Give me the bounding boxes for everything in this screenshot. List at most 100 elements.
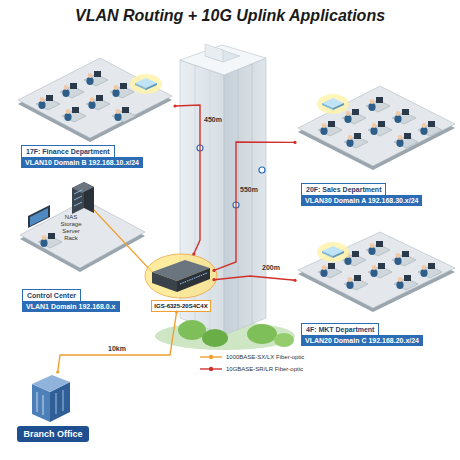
- rack-light: [74, 202, 82, 206]
- node-heading: 17F: Finance Department: [21, 145, 115, 157]
- workstation: [368, 263, 392, 278]
- tower-face: [224, 58, 266, 335]
- node-heading: Control Center: [22, 289, 81, 301]
- floor: [18, 58, 172, 138]
- switch-ports: [180, 273, 207, 284]
- workstation: [62, 107, 86, 122]
- legend-text: 10GBASE-SR/LR Fiber-optic: [226, 365, 303, 373]
- workstation: [86, 95, 110, 110]
- floor-switch: [322, 98, 344, 110]
- workstation: [394, 275, 418, 290]
- tower-window-line: [238, 70, 239, 330]
- node-heading: IGS-6325-20S4C4X: [151, 300, 210, 312]
- workstation: [38, 233, 62, 248]
- rack-light: [74, 190, 82, 194]
- link-endpoint: [212, 278, 215, 281]
- switch-glow: [145, 254, 217, 298]
- connection-point: [197, 145, 203, 151]
- node-subtitle: VLAN1 Domain 192.168.0.x: [22, 301, 120, 312]
- node-subtitle: VLAN30 Domain A 192.168.30.x/24: [301, 195, 422, 206]
- switch-glow: [317, 94, 349, 114]
- distance-label: 10km: [108, 345, 126, 352]
- workstation: [366, 97, 390, 112]
- workstation: [368, 121, 392, 136]
- floor: [20, 200, 145, 268]
- distance-label: 550m: [240, 186, 258, 193]
- tower-window-line: [252, 64, 253, 324]
- fiber-wire: [94, 210, 152, 272]
- tree: [178, 320, 206, 340]
- department-floor: 17F: Finance DepartmentVLAN10 Domain B 1…: [15, 50, 175, 168]
- legend-dot: [209, 367, 213, 371]
- link-endpoint: [192, 252, 195, 255]
- diagram-title: VLAN Routing + 10G Uplink Applications: [0, 7, 460, 25]
- video-wall-screen: [30, 208, 48, 226]
- part-label: NAS Storage Server Rack: [56, 214, 86, 242]
- node-heading: 4F: MKT Department: [301, 323, 379, 335]
- workstation: [392, 251, 416, 266]
- fiber-link: [175, 105, 200, 254]
- link-endpoint: [293, 141, 296, 144]
- workstation: [318, 263, 342, 278]
- building-window: [37, 392, 38, 412]
- workstation: [366, 241, 390, 256]
- connection-point: [259, 167, 265, 173]
- video-wall: [28, 205, 50, 228]
- legend-text: 1000BASE-SX/LX Fiber-optic: [226, 353, 304, 361]
- legend-dot: [209, 355, 213, 359]
- tree: [274, 333, 294, 347]
- building-window: [43, 395, 44, 415]
- building-window: [63, 390, 64, 411]
- branch-office: Branch Office: [12, 372, 94, 442]
- workstation: [342, 109, 366, 124]
- workstation: [344, 133, 368, 148]
- server-rack: [72, 182, 94, 193]
- building-window: [56, 393, 57, 414]
- fiber-link: [214, 142, 295, 270]
- fiber-link: [214, 276, 295, 280]
- rack-light: [74, 196, 82, 200]
- floor: [298, 232, 455, 308]
- workstation: [112, 107, 136, 122]
- link-endpoint: [212, 269, 215, 272]
- distance-label: 450m: [204, 116, 222, 123]
- fiber-link: [58, 312, 177, 372]
- department-floor: 4F: MKT DepartmentVLAN20 Domain C 192.16…: [295, 230, 455, 346]
- floor-switch: [135, 78, 157, 90]
- workstation: [418, 263, 442, 278]
- tower-roof: [180, 45, 266, 75]
- workstation: [418, 121, 442, 136]
- core-switch: IGS-6325-20S4C4X: [148, 254, 214, 312]
- switch-glow: [130, 74, 162, 94]
- department-floor: 20F: Sales DepartmentVLAN30 Domain A 192…: [295, 80, 455, 206]
- node-subtitle: VLAN20 Domain C 192.168.20.x/24: [301, 335, 423, 346]
- link-endpoint: [173, 104, 176, 107]
- workstation: [392, 109, 416, 124]
- workstation: [394, 133, 418, 148]
- switch-front: [152, 272, 177, 292]
- connection-point: [233, 202, 239, 208]
- link-endpoint: [175, 310, 178, 313]
- tower-window-line: [210, 71, 211, 329]
- switch-glow: [317, 242, 349, 262]
- workstation: [84, 71, 108, 86]
- tree: [247, 324, 277, 344]
- distance-label: 200m: [262, 264, 280, 271]
- tree: [202, 329, 228, 347]
- workstation: [318, 121, 342, 136]
- link-endpoint: [293, 279, 296, 282]
- floor: [298, 86, 455, 166]
- link-endpoint: [56, 370, 59, 373]
- node-subtitle: VLAN10 Domain B 192.168.10.x/24: [21, 157, 143, 168]
- switch-side: [177, 268, 210, 292]
- branch-building: [32, 375, 70, 392]
- workstation: [36, 95, 60, 110]
- workstation: [344, 275, 368, 290]
- floor-switch: [322, 246, 344, 258]
- node-heading: 20F: Sales Department: [301, 183, 386, 195]
- control-center: Control CenterVLAN1 Domain 192.168.0.x: [18, 190, 143, 312]
- node-heading: Branch Office: [17, 426, 88, 442]
- roof-structure: [205, 44, 223, 62]
- workstation: [60, 83, 84, 98]
